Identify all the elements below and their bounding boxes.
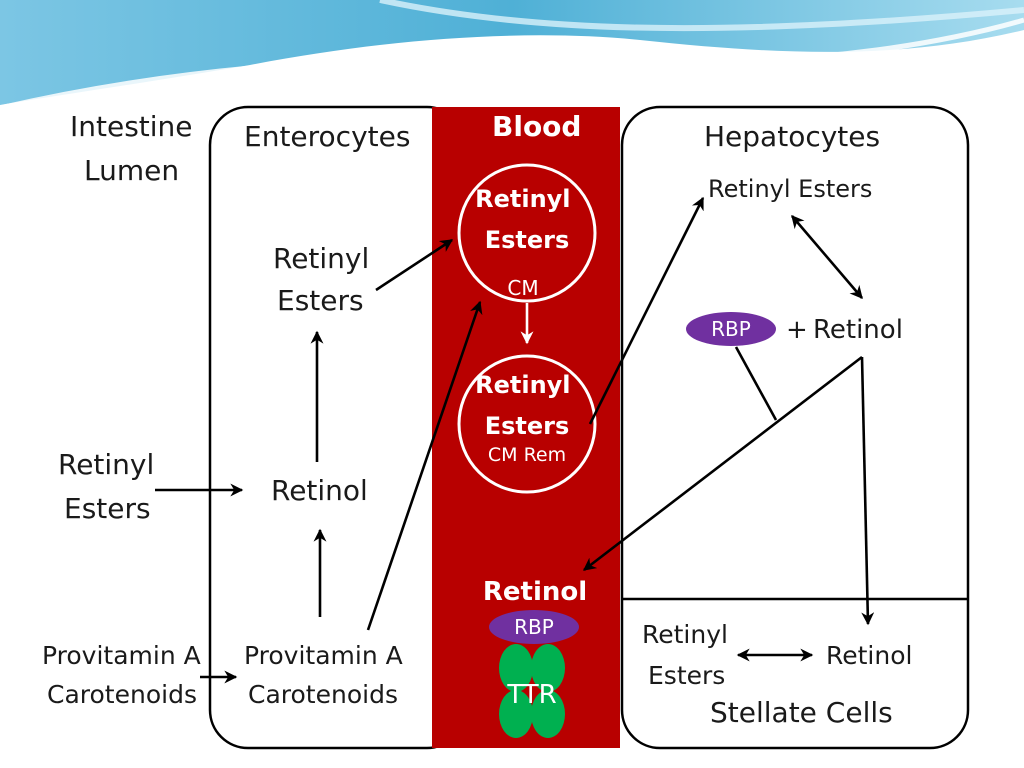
ttr-subunit [531,644,565,692]
cmrem-tag: CM Rem [488,444,566,466]
enterocyte-retinyl-esters-line-2: Esters [277,284,364,317]
cm-circle [457,163,597,303]
stellate-retinyl-esters-line-2: Esters [648,661,725,690]
rbp-binding-line [734,346,778,421]
ttr-tetramer [499,644,565,738]
enterocytes-header: Enterocytes [244,120,410,153]
hepatocyte-retinyl-esters: Retinyl Esters [708,175,872,203]
hepatocyte-retinol: Retinol [813,315,903,345]
cmrem-circle-line-1: Retinyl [475,371,570,399]
lumen-provitamin: Provitamin A Carotenoids [42,641,209,709]
lumen-header: Intestine Lumen [70,110,201,187]
cm-tag: CM [507,276,538,300]
stellate-header: Stellate Cells [710,696,893,729]
ttr-label: TTR [506,680,556,710]
enterocyte-retinyl-esters-line-1: Retinyl [273,242,369,275]
retinol-to-blood-arrow [582,355,863,572]
enterocyte-retinyl-esters: Retinyl Esters [273,242,378,317]
enterocyte-retinol: Retinol [271,474,368,507]
lumen-header-line-1: Intestine [70,110,193,143]
stellate-retinyl-esters: Retinyl Esters [642,620,736,690]
lumen-header-line-2: Lumen [84,154,179,187]
lumen-provitamin-line-1: Provitamin A [42,641,201,670]
lumen-provitamin-line-2: Carotenoids [47,680,197,709]
cm-circle-line-2: Esters [485,226,570,254]
stellate-retinyl-esters-line-1: Retinyl [642,620,728,649]
enterocyte-provitamin-line-2: Carotenoids [248,680,398,709]
ttr-subunit [499,690,533,738]
lumen-retinyl-esters-line-1: Retinyl [58,448,154,481]
hepatocyte-rbp-label: RBP [711,317,751,341]
blood-retinol: Retinol [483,577,587,607]
stellate-retinol: Retinol [826,641,912,670]
ttr-subunit [499,644,533,692]
ttr-subunit [531,690,565,738]
blood-rbp-label: RBP [514,615,554,639]
cmrem-circle [457,354,597,494]
cmrem-circle-label: Retinyl Esters [475,371,579,440]
blood-header: Blood [492,110,581,143]
hepatocyte-rbp [686,312,776,346]
blood-rbp [489,610,579,644]
esters-to-cm-arrow [375,238,454,292]
cm-circle-label: Retinyl Esters [475,185,579,254]
lumen-retinyl-esters-line-2: Esters [64,492,151,525]
hepatocytes-box [620,105,970,750]
cmrem-to-hepatocyte-arrow [588,196,705,425]
retinol-to-stellate-arrow [860,356,875,626]
cmrem-circle-line-2: Esters [485,412,570,440]
slide-header-wave [0,0,1024,111]
cm-circle-line-1: Retinyl [475,185,570,213]
hepatocytes-header: Hepatocytes [704,120,880,153]
plus-sign: + [786,315,808,345]
enterocyte-provitamin-line-1: Provitamin A [244,641,403,670]
lumen-retinyl-esters: Retinyl Esters [58,448,163,525]
esters-retinol-exchange-arrow [791,215,863,299]
enterocyte-provitamin: Provitamin A Carotenoids [244,641,411,709]
provitamin-to-cm-arrow [366,300,483,631]
